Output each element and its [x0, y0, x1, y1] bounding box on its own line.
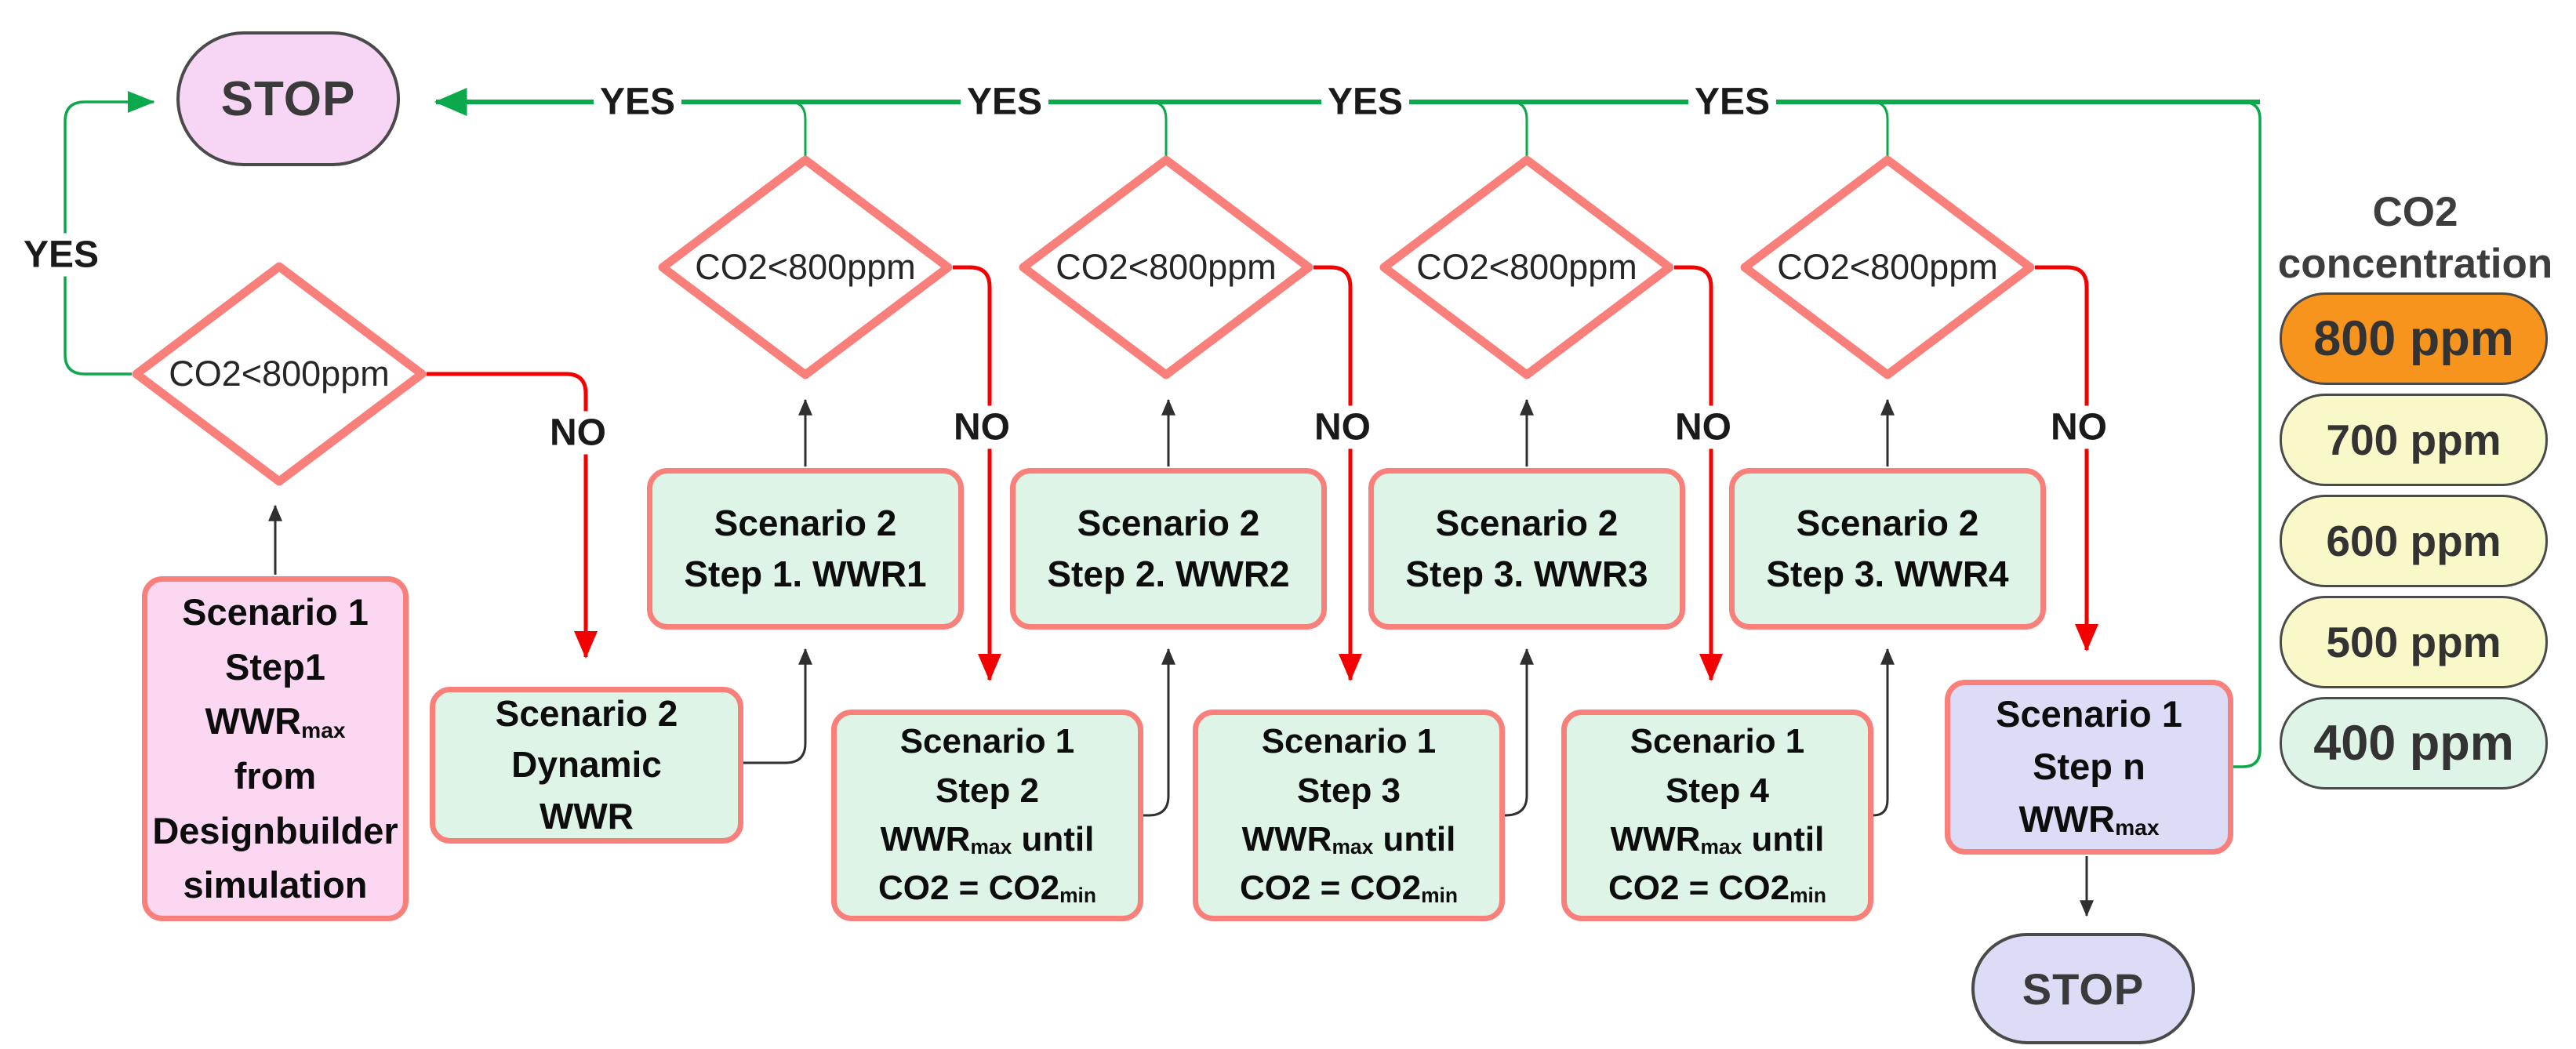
yes-label-5: YES — [1688, 80, 1777, 124]
legend-pill-400ppm: 400 ppm — [2280, 697, 2548, 789]
box-line: CO2 = CO2min — [877, 869, 1096, 908]
decision-diamond-3: CO2<800ppm — [1019, 155, 1313, 379]
box-line: WWRmax until — [1610, 820, 1825, 858]
decision-diamond-1: CO2<800ppm — [132, 262, 427, 486]
box-line: Scenario 2 — [714, 502, 897, 543]
box-line: WWRmax — [205, 700, 346, 742]
box-scenario1-stepn-wwrmax: Scenario 1 Step n WWRmax — [1945, 680, 2233, 855]
box-line: Scenario 1 — [1630, 722, 1805, 761]
yes-label-2: YES — [593, 80, 682, 124]
decision-label: CO2<800ppm — [169, 354, 390, 394]
no-label-3: NO — [1308, 405, 1377, 449]
box-scenario1-step4: Scenario 1 Step 4 WWRmax until CO2 = CO2… — [1561, 710, 1873, 921]
box-line: WWRmax until — [1241, 820, 1456, 858]
stop-node-top: STOP — [176, 31, 400, 166]
box-line: Step1 — [225, 645, 325, 688]
box-line: WWRmax until — [880, 820, 1095, 858]
box-scenario2-step2-wwr2: Scenario 2 Step 2. WWR2 — [1010, 468, 1327, 630]
decision-diamond-2: CO2<800ppm — [658, 155, 953, 379]
decision-label: CO2<800ppm — [1416, 247, 1637, 287]
box-scenario1-step3: Scenario 1 Step 3 WWRmax until CO2 = CO2… — [1193, 710, 1505, 921]
box-line: simulation — [183, 864, 368, 906]
box-line: Scenario 2 — [1435, 502, 1619, 543]
no-label-4: NO — [1669, 405, 1738, 449]
box-line: Scenario 1 — [182, 591, 369, 633]
box-line: Scenario 1 — [1996, 693, 2182, 735]
start-box-scenario1-step1: Scenario 1 Step1 WWRmax from Designbuild… — [142, 576, 409, 921]
legend-pill-500ppm: 500 ppm — [2280, 596, 2548, 688]
box-line: Scenario 2 — [1796, 502, 1979, 543]
diamond-shape — [1019, 155, 1313, 379]
legend-title-line2: concentration — [2277, 241, 2553, 288]
box-scenario2-step1-wwr1: Scenario 2 Step 1. WWR1 — [647, 468, 964, 630]
yes-right-loop-line — [2233, 100, 2262, 768]
box-line: from — [234, 755, 317, 797]
yes-label-4: YES — [1321, 80, 1410, 124]
no-label-1: NO — [543, 411, 612, 455]
diamond-shape — [1379, 155, 1674, 379]
box-line: Step 3 — [1296, 771, 1401, 810]
stop-node-bottom: STOP — [1971, 933, 2195, 1044]
box-scenario2-dynamic-wwr: Scenario 2 Dynamic WWR — [430, 687, 743, 844]
box-line: Scenario 2 — [1077, 502, 1260, 543]
legend-title-line1: CO2 — [2372, 189, 2458, 235]
box-line: Scenario 1 — [1261, 722, 1437, 761]
no-label-5: NO — [2044, 405, 2113, 449]
decision-diamond-4: CO2<800ppm — [1379, 155, 1674, 379]
box-line: CO2 = CO2min — [1239, 869, 1458, 908]
box-line: Step 2 — [935, 771, 1040, 810]
decision-diamond-5: CO2<800ppm — [1740, 155, 2035, 379]
no-label-2: NO — [947, 405, 1016, 449]
yes-label-3: YES — [960, 80, 1049, 124]
box-line: Scenario 1 — [899, 722, 1075, 761]
box-scenario1-step2: Scenario 1 Step 2 WWRmax until CO2 = CO2… — [831, 710, 1143, 921]
box-line: Step 3. WWR3 — [1405, 554, 1648, 594]
box-line: Scenario 2 — [495, 693, 678, 735]
box-line: Step 4 — [1665, 771, 1770, 810]
box-line: CO2 = CO2min — [1608, 869, 1826, 908]
decision-label: CO2<800ppm — [1055, 247, 1277, 287]
legend-title: CO2 concentration — [2258, 187, 2572, 291]
black-connector-lines — [268, 398, 2094, 917]
legend-pill-700ppm: 700 ppm — [2280, 394, 2548, 486]
box-line: WWR — [539, 795, 634, 837]
decision-label: CO2<800ppm — [695, 247, 916, 287]
yes-label-left: YES — [16, 233, 106, 277]
box-line: Step 1. WWR1 — [684, 554, 927, 594]
box-line: Designbuilder — [152, 809, 398, 851]
box-line: Step 2. WWR2 — [1047, 554, 1290, 594]
box-scenario2-step3-wwr3: Scenario 2 Step 3. WWR3 — [1368, 468, 1685, 630]
diamond-shape — [658, 155, 953, 379]
box-line: Step n — [2033, 746, 2145, 788]
legend-pill-600ppm: 600 ppm — [2280, 495, 2548, 587]
no-lines — [427, 265, 2098, 682]
diamond-shape — [1740, 155, 2035, 379]
legend-pill-800ppm: 800 ppm — [2280, 292, 2548, 385]
diamond-shape — [132, 262, 427, 486]
box-line: Step 3. WWR4 — [1766, 554, 2009, 594]
box-line: WWRmax — [2018, 797, 2160, 840]
box-scenario2-step3-wwr4: Scenario 2 Step 3. WWR4 — [1729, 468, 2046, 630]
decision-label: CO2<800ppm — [1777, 247, 1998, 287]
box-line: Dynamic — [511, 744, 662, 786]
